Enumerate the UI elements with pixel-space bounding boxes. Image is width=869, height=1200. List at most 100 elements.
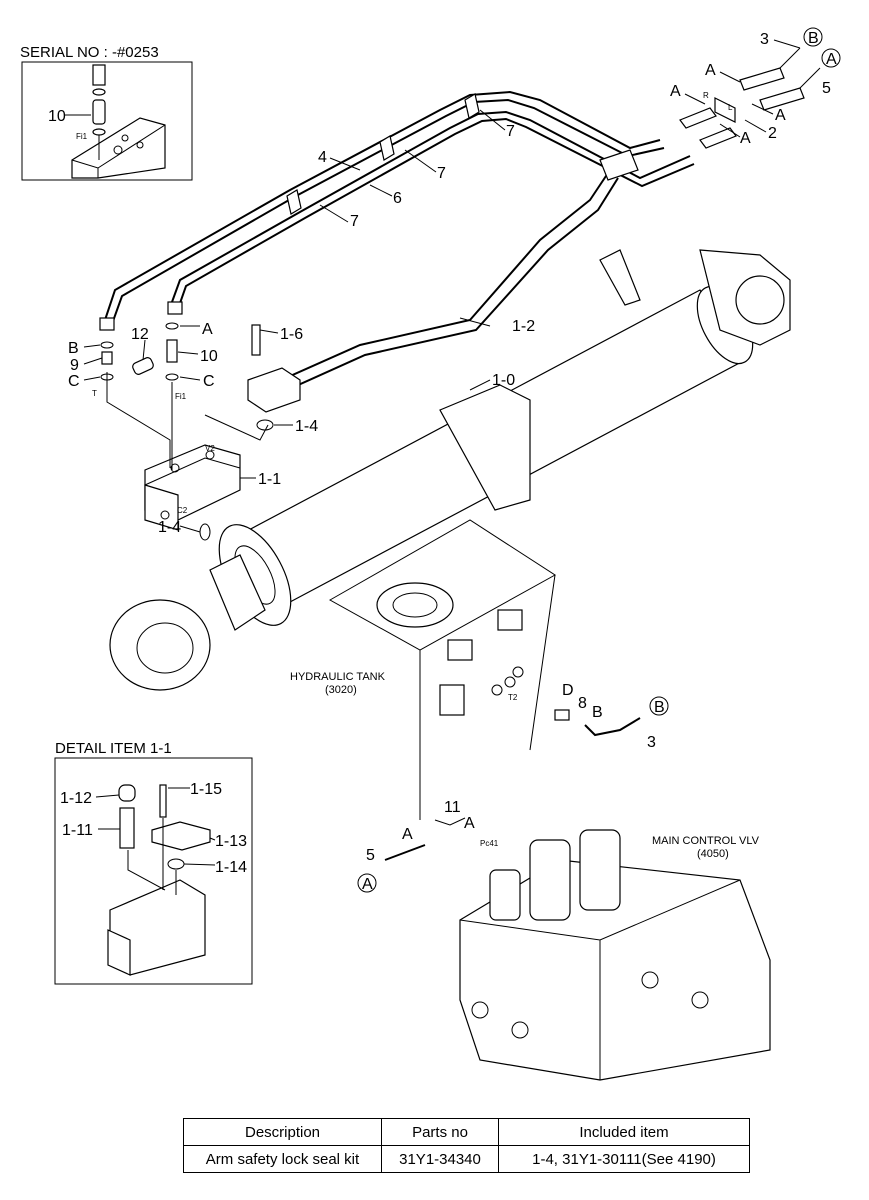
callout-label: T2 [508, 693, 518, 702]
drawing-line [286, 189, 302, 215]
drawing-line [21, 61, 193, 181]
callout-label: T [92, 389, 97, 398]
table-row: Arm safety lock seal kit 31Y1-34340 1-4,… [183, 1145, 750, 1173]
callout-1-15: 1-15 [190, 781, 222, 798]
callout-1-6: 1-6 [280, 326, 303, 343]
marker-a: A [826, 51, 837, 68]
callout-3: 3 [760, 31, 769, 48]
drawing-line [99, 317, 115, 331]
callout-1-1: 1-1 [258, 471, 281, 488]
drawing-line [471, 1001, 489, 1019]
drawing-line [160, 510, 170, 520]
drawing-line [497, 609, 523, 631]
hydraulic-tank-ref: (3020) [325, 684, 357, 696]
drawing-line [151, 821, 211, 851]
drawing-line [779, 47, 821, 89]
detail-inset-title: DETAIL ITEM 1-1 [55, 740, 172, 757]
header-parts-no: Parts no [381, 1118, 499, 1146]
drawing-line [165, 373, 179, 381]
table-header-row: Description Parts no Included item [183, 1118, 750, 1146]
connection-marker-b [649, 696, 669, 716]
cell-description: Arm safety lock seal kit [183, 1145, 382, 1173]
drawing-line [641, 971, 659, 989]
callout-6: 6 [393, 190, 402, 207]
callout-9: 9 [70, 357, 79, 374]
drawing-line [464, 93, 480, 119]
serial-inset: SERIAL NO : -#0253 10 Fi1 [20, 44, 193, 181]
drawing-line [579, 829, 621, 911]
drawing-line [205, 450, 215, 460]
serial-inset-title: SERIAL NO : -#0253 [20, 44, 159, 61]
drawing-line [504, 676, 516, 688]
header-included-item: Included item [498, 1118, 750, 1146]
drawing-line [54, 757, 253, 985]
drawing-line [92, 64, 106, 86]
drawing-line [104, 90, 661, 321]
detail-inset: DETAIL ITEM 1-1 1-12 1-15 1-11 1-13 1-14 [54, 740, 253, 985]
callout-a: A [740, 130, 751, 147]
drawing-line [439, 684, 465, 716]
drawing-line [107, 929, 131, 976]
drawing-line [491, 684, 503, 696]
drawing-line [83, 317, 491, 533]
drawing-line [459, 879, 741, 1080]
callout-5: 5 [366, 847, 375, 864]
drawing-line [199, 523, 211, 541]
drawing-line [132, 357, 154, 375]
callout-4: 4 [318, 149, 327, 166]
drawing-line [71, 124, 166, 178]
drawing-line [100, 373, 114, 381]
callout-label: Pc41 [480, 839, 499, 848]
callout-1-4: 1-4 [158, 519, 181, 536]
drawing-line [584, 717, 641, 737]
flange-1-6 [247, 367, 301, 413]
drawing-line [439, 384, 531, 511]
drawing-line [679, 107, 717, 129]
seal-kit-table: Description Parts no Included item Arm s… [183, 1118, 750, 1173]
callout-8: 8 [578, 695, 587, 712]
port-label: Fi1 [76, 132, 88, 141]
callout-label: Fi1 [175, 392, 187, 401]
drawing-line [529, 839, 571, 921]
callout-10: 10 [200, 348, 218, 365]
callout-11: 11 [444, 799, 461, 816]
drawing-line [144, 457, 241, 486]
callout-7: 7 [350, 213, 359, 230]
valve-block-1-1 [100, 322, 274, 541]
callout-1-12: 1-12 [60, 790, 92, 807]
drawing-line [319, 39, 801, 223]
callout-a: A [705, 62, 716, 79]
drawing-line [376, 582, 454, 628]
marker-b: B [808, 30, 819, 47]
callout-label: D [562, 682, 574, 699]
callout-label: C2 [177, 506, 188, 515]
callout-a: A [775, 107, 786, 124]
callout-label: A [202, 321, 213, 338]
drawing-line [136, 141, 144, 149]
callout-3: 3 [647, 734, 656, 751]
drawing-line [165, 322, 179, 330]
drawing-line [691, 991, 709, 1009]
hydraulic-tank: HYDRAULIC TANK (3020) D 8 B B T2 3 [290, 519, 669, 820]
callout-7: 7 [437, 165, 446, 182]
hydraulic-tank-label: HYDRAULIC TANK [290, 671, 386, 683]
callout-label: B [592, 704, 603, 721]
drawing-line [101, 351, 113, 365]
callout-10: 10 [48, 108, 66, 125]
drawing-line [100, 341, 114, 349]
cell-parts-no: 31Y1-34340 [381, 1145, 499, 1173]
drawing-line [256, 419, 274, 431]
drawing-line [121, 134, 129, 142]
drawing-line [209, 554, 266, 631]
drawing-line [167, 858, 185, 870]
pipe-1-2 [269, 169, 611, 386]
main-control-valve: 11 A A Pc41 5 A MAIN CONTROL VLV (4050) [357, 799, 771, 1081]
port-r: R [703, 91, 709, 100]
drawing-line [511, 1021, 529, 1039]
callout-label: A [402, 826, 413, 843]
drawing-line [167, 301, 183, 315]
main-control-valve-label: MAIN CONTROL VLV [652, 835, 760, 847]
drawing-line [275, 177, 619, 396]
callout-5: 5 [822, 80, 831, 97]
